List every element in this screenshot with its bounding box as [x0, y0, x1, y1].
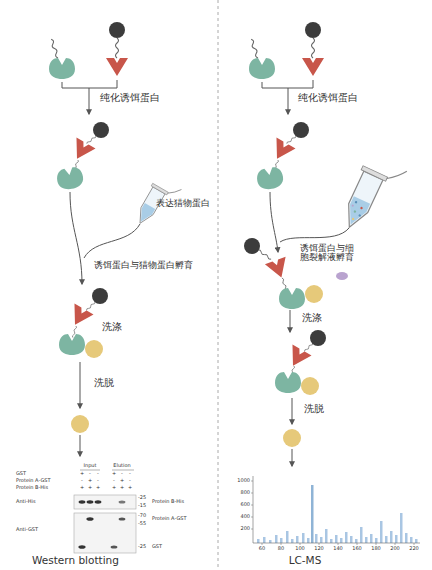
- step-label: 纯化诱饵蛋白: [100, 93, 160, 103]
- lane-sign: -: [89, 471, 91, 476]
- marker-size: -25: [138, 495, 146, 500]
- axis-tick-label: 200: [240, 526, 250, 531]
- column-header: Input: [84, 463, 97, 468]
- lane-sign: +: [96, 485, 100, 490]
- lane-sign: +: [80, 471, 84, 476]
- panel-caption: Western blotting: [32, 555, 119, 566]
- lane-sign: -: [121, 471, 123, 476]
- marker-size: -55: [138, 521, 146, 526]
- lane-sign: +: [120, 485, 124, 490]
- lane-sign: +: [128, 485, 132, 490]
- axis-tick-label: 600: [240, 502, 250, 507]
- marker-size: -15: [138, 503, 146, 508]
- lane-sign: +: [112, 485, 116, 490]
- axis-tick-label: 200: [390, 546, 400, 551]
- axis-tick-label: 1000: [237, 478, 250, 483]
- lane-sign: -: [113, 478, 115, 483]
- marker-size: -70: [138, 513, 146, 518]
- axis-tick-label: 140: [333, 546, 343, 551]
- western-blot: [74, 470, 136, 553]
- lane-sign: -: [129, 478, 131, 483]
- step-label: 诱饵蛋白与猎物蛋白孵育: [94, 261, 193, 270]
- axis-tick-label: 80: [278, 546, 284, 551]
- lane-sign: -: [81, 478, 83, 483]
- protein-label: Protein B-His: [152, 499, 184, 504]
- axis-tick-label: 400: [240, 514, 250, 519]
- step-label: 诱饵蛋白与细 胞裂解液孵育: [300, 244, 357, 263]
- left-workflow-art: [49, 22, 181, 456]
- column-divider: [218, 0, 219, 570]
- step-label: 纯化诱饵蛋白: [298, 93, 358, 103]
- lane-sign: -: [97, 478, 99, 483]
- ms-spectrum: [251, 476, 420, 545]
- axis-tick-label: 60: [259, 546, 265, 551]
- row-label: GST: [16, 471, 26, 476]
- protein-label: Protein A-GST: [152, 516, 187, 521]
- step-label: 洗涤: [102, 322, 122, 332]
- step-label: 洗涤: [302, 313, 322, 323]
- lane-sign: -: [129, 471, 131, 476]
- protein-label: GST: [152, 544, 162, 549]
- column-header: Elution: [113, 463, 130, 468]
- axis-tick-label: 220: [409, 546, 419, 551]
- axis-tick-label: 800: [240, 490, 250, 495]
- axis-tick-label: 120: [314, 546, 324, 551]
- axis-tick-label: 160: [352, 546, 362, 551]
- axis-tick-label: 180: [371, 546, 381, 551]
- step-label: 洗脱: [304, 404, 324, 414]
- antibody-label: Anti-His: [16, 499, 36, 504]
- antibody-label: Anti-GST: [16, 527, 38, 532]
- lane-sign: +: [88, 478, 92, 483]
- lane-sign: -: [97, 471, 99, 476]
- step-label: 洗脱: [94, 378, 114, 388]
- step-label: 表达猎物蛋白: [156, 199, 210, 208]
- lane-sign: +: [88, 485, 92, 490]
- panel-caption: LC-MS: [289, 555, 322, 566]
- row-label: Protein A-GST: [16, 478, 51, 483]
- lane-sign: +: [120, 478, 124, 483]
- lane-sign: +: [80, 485, 84, 490]
- right-workflow-art: [244, 22, 407, 466]
- marker-size: -25: [138, 544, 146, 549]
- row-label: Protein B-His: [16, 485, 48, 490]
- axis-tick-label: 100: [295, 546, 305, 551]
- lane-sign: +: [112, 471, 116, 476]
